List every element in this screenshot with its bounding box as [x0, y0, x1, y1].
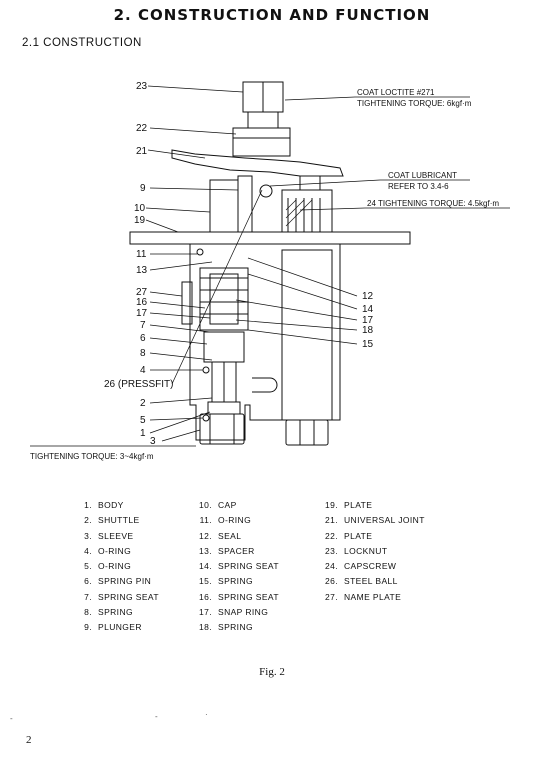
label-9: 9 — [140, 183, 146, 194]
body-1 — [189, 244, 341, 441]
label-17-left: 17 — [136, 308, 148, 319]
label-8: 8 — [140, 348, 146, 359]
label-12: 12 — [362, 291, 374, 302]
sleeve-3 — [207, 401, 241, 415]
parts-row: 2.SHUTTLE — [84, 515, 140, 526]
scan-speck: - — [155, 712, 158, 721]
parts-row: 16.SPRING SEAT — [198, 591, 279, 602]
parts-row: 5.O-RING — [84, 561, 132, 572]
parts-row: 19.PLATE — [324, 500, 373, 510]
parts-row: 4.O-RING — [84, 545, 132, 556]
label-3: 3 — [150, 436, 156, 447]
parts-row: 1.BODY — [84, 500, 124, 510]
label-17-right: 17 — [362, 315, 374, 326]
parts-row: 11.O-RING — [199, 515, 252, 526]
label-11: 11 — [136, 249, 147, 260]
parts-row: 12.SEAL — [198, 530, 242, 541]
parts-row: 3.SLEEVE — [84, 530, 134, 541]
page-number: 2 — [26, 734, 32, 746]
callout-loctite: COAT LOCTITE #271 — [357, 88, 435, 97]
universal-joint-21 — [171, 149, 344, 177]
parts-list-column-3: 19.PLATE 21.UNIVERSAL JOINT 22.PLATE 23.… — [316, 500, 425, 607]
parts-row: 18.SPRING — [198, 622, 253, 633]
page-title: 2. CONSTRUCTION AND FUNCTION — [113, 6, 431, 24]
label-1: 1 — [140, 428, 146, 439]
callout-refer: REFER TO 3.4-6 — [388, 182, 449, 191]
parts-row: 6.SPRING PIN — [84, 576, 152, 587]
spring-seat-7 — [203, 331, 245, 363]
label-15: 15 — [362, 339, 374, 350]
parts-row: 14.SPRING SEAT — [198, 561, 279, 572]
parts-list-column-2: 10.CAP 11.O-RING 12.SEAL 13.SPACER 14.SP… — [190, 500, 279, 638]
label-21: 21 — [136, 146, 148, 157]
scan-speck: · — [205, 710, 208, 719]
parts-row: 26.STEEL BALL — [324, 576, 398, 587]
section-heading: 2.1 CONSTRUCTION — [22, 37, 142, 49]
parts-row: 10.CAP — [198, 500, 237, 510]
steel-ball-26 — [259, 184, 273, 198]
label-10: 10 — [134, 203, 146, 214]
parts-row: 27.NAME PLATE — [324, 591, 402, 602]
plate-22 — [232, 127, 291, 138]
figure-caption: Fig. 2 — [259, 666, 285, 678]
spring-18 — [209, 273, 239, 325]
label-7: 7 — [140, 320, 146, 331]
spring-15 — [199, 267, 249, 331]
construction-drawing: 23 22 21 9 10 19 11 13 27 16 17 7 6 8 4 … — [30, 81, 510, 461]
fitting-bottom — [199, 413, 245, 445]
parts-row: 15.SPRING — [198, 576, 253, 587]
name-plate-27 — [181, 281, 193, 325]
label-6: 6 — [140, 333, 146, 344]
label-5: 5 — [140, 415, 146, 426]
parts-row: 23.LOCKNUT — [324, 545, 388, 556]
parts-list-column-1: 1.BODY 2.SHUTTLE 3.SLEEVE 4.O-RING 5.O-R… — [70, 500, 159, 638]
callout-torque-24: 24 TIGHTENING TORQUE: 4.5kgf·m — [367, 199, 499, 208]
callout-lubricant: COAT LUBRICANT — [388, 171, 457, 180]
parts-row: 8.SPRING — [84, 607, 133, 618]
o-ring-11 — [196, 248, 204, 256]
label-23: 23 — [136, 81, 148, 92]
label-4: 4 — [140, 365, 146, 376]
label-13: 13 — [136, 265, 148, 276]
parts-row: 13.SPACER — [198, 545, 255, 556]
label-22: 22 — [136, 123, 148, 134]
parts-row: 21.UNIVERSAL JOINT — [324, 515, 425, 526]
parts-row: 17.SNAP RING — [198, 607, 269, 618]
label-16: 16 — [136, 297, 148, 308]
parts-row: 7.SPRING SEAT — [84, 591, 159, 602]
callout-torque-6: TIGHTENING TORQUE: 6kgf·m — [357, 99, 472, 108]
o-ring-5 — [202, 414, 210, 422]
o-ring-4 — [202, 366, 210, 374]
capscrew-24 — [281, 189, 333, 233]
label-14: 14 — [362, 304, 374, 315]
callout-torque-bottom: TIGHTENING TORQUE: 3~4kgf·m — [30, 452, 154, 461]
label-19: 19 — [134, 215, 146, 226]
label-26-pressfit: 26 (PRESSFIT) — [104, 379, 173, 390]
parts-row: 24.CAPSCREW — [324, 561, 397, 572]
plate-19 — [129, 231, 411, 245]
cap-10 — [209, 179, 239, 233]
scan-speck: - — [10, 714, 13, 723]
label-2: 2 — [140, 398, 146, 409]
parts-row: 9.PLUNGER — [84, 622, 142, 633]
plunger-9 — [237, 175, 253, 233]
label-27: 27 — [136, 287, 148, 298]
parts-row: 22.PLATE — [324, 530, 373, 541]
label-18: 18 — [362, 325, 374, 336]
